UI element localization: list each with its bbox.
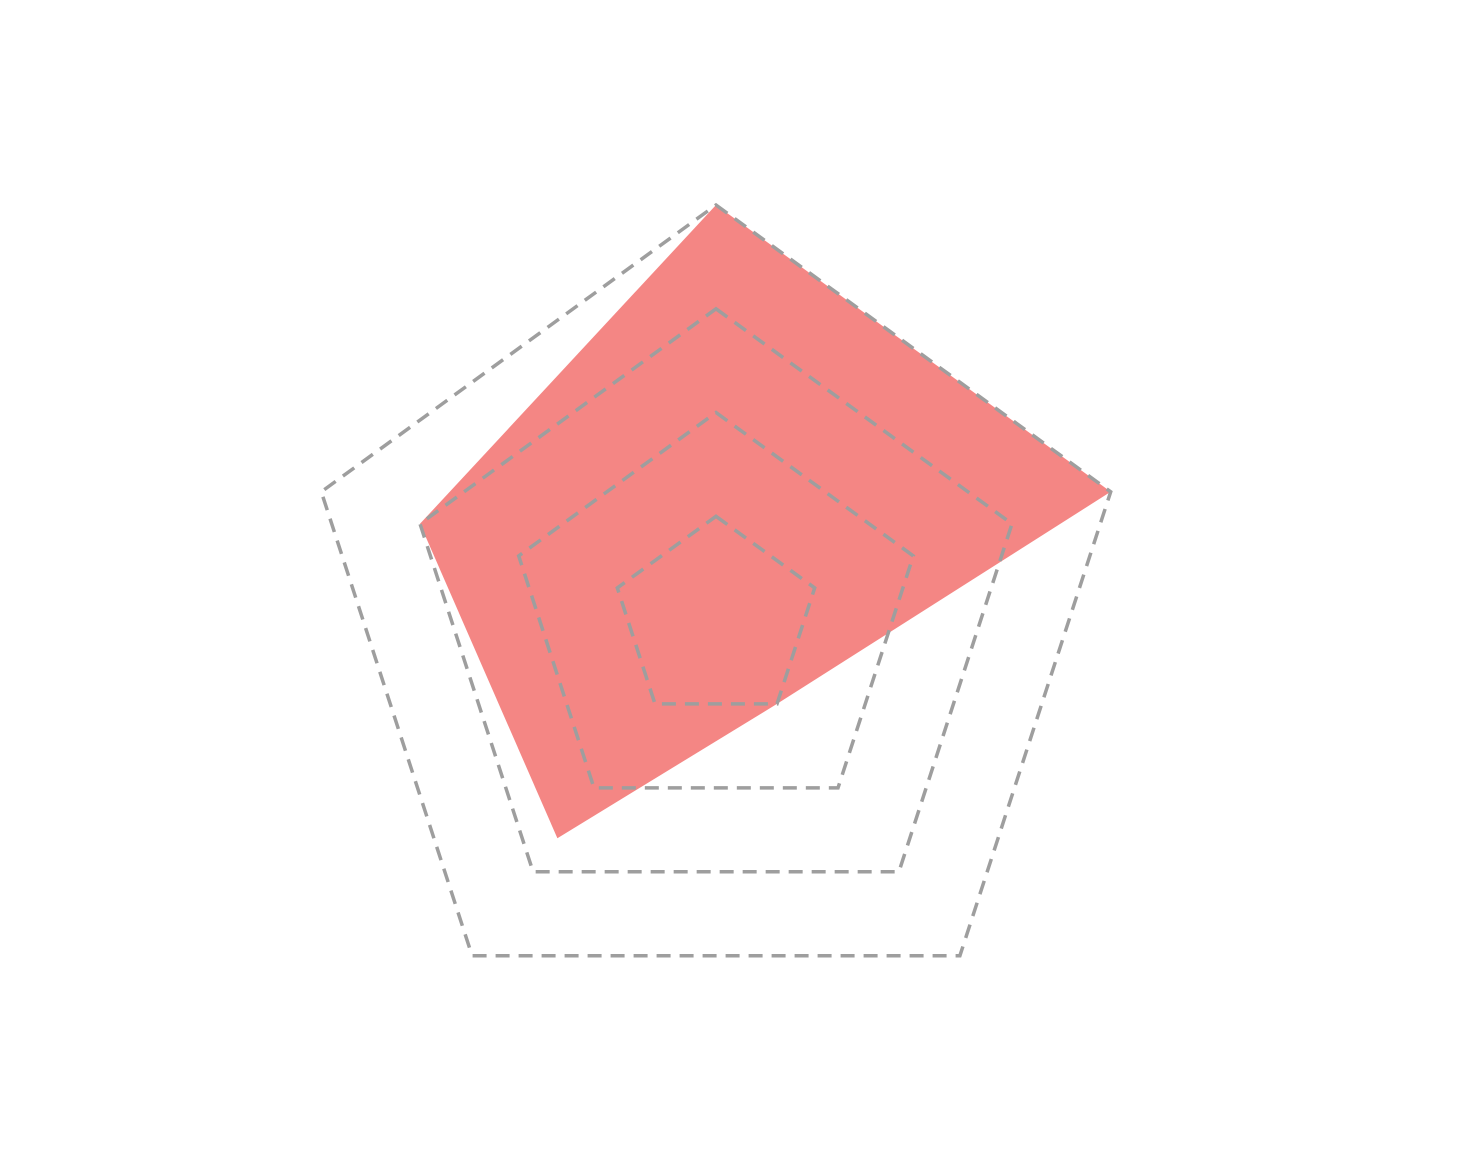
- grid-ring-3: [417, 306, 1015, 874]
- grid-ring-1: [615, 514, 817, 706]
- grid-ring-4: [319, 202, 1113, 958]
- grid-layer: [319, 202, 1113, 958]
- grid-ring-2: [516, 410, 916, 790]
- series-layer: [420, 205, 1111, 839]
- series-area-1: [420, 205, 1111, 839]
